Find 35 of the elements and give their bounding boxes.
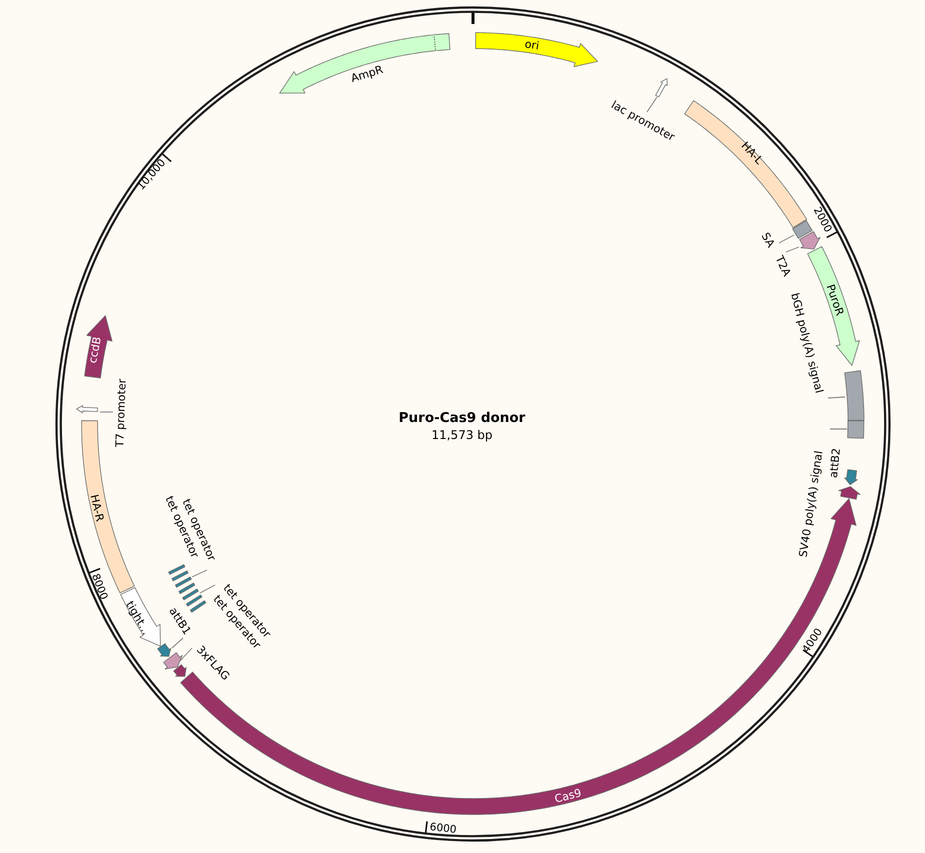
directional-feature <box>838 486 862 500</box>
directional-feature <box>162 652 182 670</box>
scale-number: 8000 <box>88 572 110 602</box>
feature-name: AmpR <box>349 62 385 86</box>
feature-name: ori <box>524 38 540 52</box>
scale-number: 2000 <box>810 205 834 235</box>
feature-block <box>792 220 814 239</box>
leader-line <box>200 584 216 594</box>
feature-block <box>847 420 865 439</box>
directional-feature <box>76 405 98 414</box>
sequence-length: 11,573 bp <box>431 428 493 442</box>
directional-feature <box>157 642 172 657</box>
leader-line <box>786 246 800 252</box>
leader-line <box>830 428 848 430</box>
feature-name: HA-R <box>88 493 106 523</box>
directional-feature <box>798 230 820 250</box>
directional-feature <box>654 78 668 98</box>
map-title: Puro-Cas9 donor <box>398 410 526 426</box>
leader-line <box>646 96 658 112</box>
feature-block <box>844 370 865 422</box>
leader-line <box>172 638 184 648</box>
leader-line <box>178 648 192 662</box>
feature-label: attB2 <box>826 447 844 479</box>
feature-label: SA <box>758 230 778 250</box>
leader-line <box>828 396 846 398</box>
feature-label: T7 promoter <box>113 378 129 448</box>
leader-line <box>192 570 208 578</box>
feature-label: SV40 poly(A) signal <box>796 450 826 558</box>
scale-number: 6000 <box>428 821 458 837</box>
feature-name: ccdB <box>86 336 104 364</box>
feature-name: PuroR <box>824 282 846 318</box>
directional-feature <box>173 664 188 678</box>
leader-line <box>778 234 794 244</box>
feature-name: Cas9 <box>553 786 583 806</box>
feature-label: T2A <box>772 254 794 278</box>
